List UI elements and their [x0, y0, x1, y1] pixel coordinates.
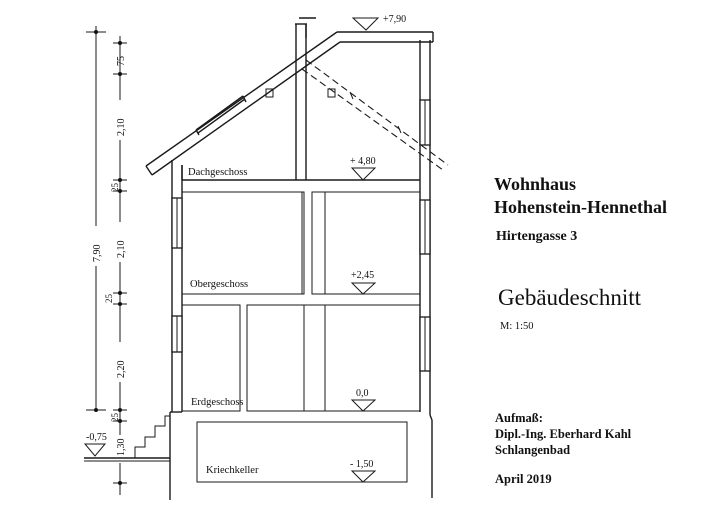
dim-210-mid: 2,10 [116, 241, 127, 259]
drawing-title: Gebäudeschnitt [498, 285, 642, 310]
drawing-date: April 2019 [495, 472, 552, 486]
dim-75: 75 [116, 56, 127, 66]
survey-label: Aufmaß: [495, 411, 543, 425]
surveyor-city: Schlangenbad [495, 443, 571, 457]
building-structure [145, 17, 449, 500]
floor-erdgeschoss: Erdgeschoss 0,0 [191, 388, 377, 412]
floor-label: Erdgeschoss [191, 397, 244, 408]
floor-kriechkeller: Kriechkeller - 1,50 [206, 459, 377, 483]
survey-credit: Aufmaß: Dipl.-Ing. Eberhard Kahl Schlang… [495, 410, 631, 458]
floor-label: Obergeschoss [190, 279, 248, 290]
floor-level: + 4,80 [350, 156, 376, 167]
dim-25-b: 25 [104, 294, 114, 304]
building-type: Wohnhaus [494, 174, 577, 194]
floor-level: - 1,50 [350, 459, 373, 470]
ridge-level-marker: +7,90 [351, 14, 406, 31]
floor-label: Kriechkeller [206, 465, 259, 476]
ground-level-label: -0,75 [86, 432, 107, 443]
ridge-level: +7,90 [383, 14, 406, 25]
dim-210-top: 2,10 [116, 119, 127, 137]
scale: M: 1:50 [500, 321, 534, 332]
floor-dachgeschoss: Dachgeschoss + 4,80 [188, 156, 377, 181]
dimension-chain: 7,90 75 2,10 25 2,10 25 2,20 25 1,30 [86, 26, 127, 495]
floor-level: 0,0 [356, 388, 369, 399]
floor-obergeschoss: Obergeschoss +2,45 [190, 270, 377, 295]
dim-25-c: 25 [110, 413, 120, 423]
address: Hirtengasse 3 [496, 229, 578, 244]
location: Hohenstein-Hennethal [494, 197, 668, 217]
ground-level: -0,75 [83, 415, 170, 462]
dim-130: 1,30 [116, 439, 127, 457]
dim-total-height: 7,90 [92, 245, 103, 263]
dim-220: 2,20 [116, 361, 127, 379]
surveyor-name: Dipl.-Ing. Eberhard Kahl [495, 427, 632, 441]
dim-25-a: 25 [110, 183, 120, 193]
floor-level: +2,45 [351, 270, 374, 281]
floor-label: Dachgeschoss [188, 167, 247, 178]
